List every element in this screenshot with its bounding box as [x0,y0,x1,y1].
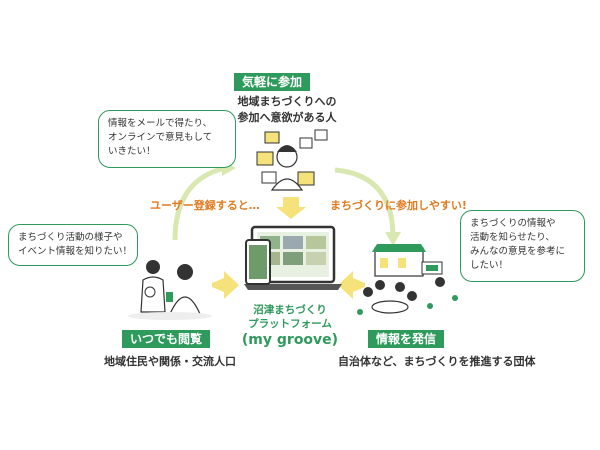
person-top-illustration [256,129,328,191]
arrow-right-down-head [385,232,401,246]
top-audience-description: 地域まちづくりへの 参加へ意欲がある人 [222,94,352,126]
platform-name: 沼津まちづくり プラットフォーム (my groove) [225,303,355,349]
tag-casual-participation: 気軽に参加 [234,73,311,91]
bubble-left-line1: まちづくり活動の様子や [18,232,123,243]
arrow-right-down [334,167,396,236]
top-desc-line1: 地域まちづくりへの [237,95,337,108]
platform-line3: (my groove) [241,332,339,348]
bubble-top-line2: オンラインで意見もして [108,132,213,143]
platform-line1: 沼津まちづくり [253,304,327,316]
arrow-left-up [172,165,226,241]
bubble-right-line3: みんなの意見を参考に [470,246,566,257]
tag-share-information: 情報を発信 [368,330,445,348]
bubble-left-line2: イベント情報を知りたい！ [18,246,133,257]
tag-anytime-viewing: いつでも閲覧 [122,330,211,348]
top-desc-line2: 参加へ意欲がある人 [237,111,337,124]
bubble-right-line4: したい！ [470,260,509,271]
people-left-illustration [128,260,212,320]
left-audience-description: 地域住民や関係・交流人口 [104,355,236,368]
bubble-right-line1: まちづくりの情報や [470,218,556,229]
pointer-right [338,271,365,299]
platform-line2: プラットフォーム [248,318,332,330]
speech-bubble-right: まちづくりの情報や 活動を知らせたり、 みんなの意見を参考に したい！ [460,210,585,282]
speech-bubble-top: 情報をメールで得たり、 オンラインで意見もして いきたい！ [98,110,236,168]
arrow-label-left: ユーザー登録すると… [150,199,260,212]
devices-illustration [244,225,342,290]
group-right-illustration [357,244,458,315]
bubble-top-line3: いきたい！ [108,146,156,157]
bubble-top-line1: 情報をメールで得たり、 [108,118,213,129]
right-audience-description: 自治体など、まちづくりを推進する団体 [338,355,536,368]
bubble-right-line2: 活動を知らせたり、 [470,232,555,243]
pointer-top [276,197,306,219]
speech-bubble-left: まちづくり活動の様子や イベント情報を知りたい！ [8,224,138,266]
arrow-label-right: まちづくりに参加しやすい! [330,199,467,212]
pointer-left [212,271,239,299]
